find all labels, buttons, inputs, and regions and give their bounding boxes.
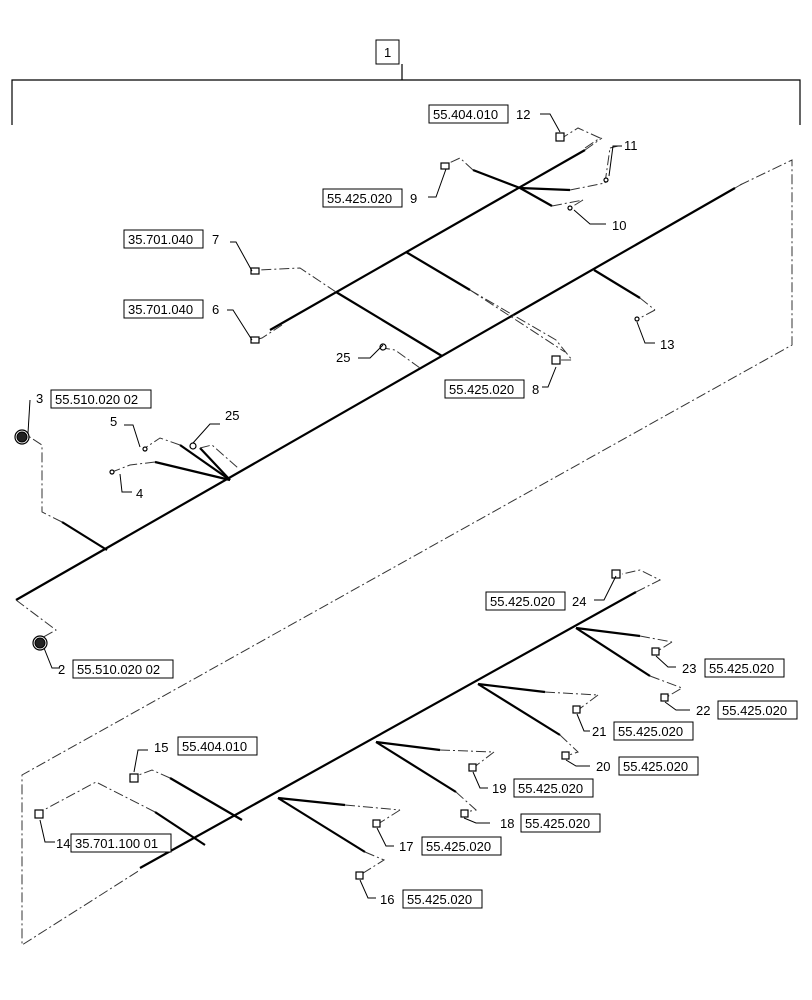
connector-9-icon bbox=[440, 162, 450, 170]
item-15-part: 55.404.010 bbox=[182, 739, 247, 754]
item-7-part: 35.701.040 bbox=[128, 232, 193, 247]
connector-8-icon bbox=[551, 355, 561, 365]
item-23-number: 23 bbox=[682, 661, 696, 676]
item-19-part: 55.425.020 bbox=[518, 781, 583, 796]
item-14-part: 35.701.100 01 bbox=[75, 836, 158, 851]
item-25b-number: 25 bbox=[225, 408, 239, 423]
item-21-part: 55.425.020 bbox=[618, 724, 683, 739]
item-9-number: 9 bbox=[410, 191, 417, 206]
harness-boundary bbox=[21, 159, 793, 946]
leader-lines bbox=[27, 113, 690, 899]
connector-12-icon bbox=[555, 132, 565, 142]
connector-25a-icon bbox=[379, 343, 387, 351]
item-22-number: 22 bbox=[696, 703, 710, 718]
connector-22-icon bbox=[660, 693, 669, 702]
connector-16-icon bbox=[355, 871, 364, 880]
item-2-part: 55.510.020 02 bbox=[77, 662, 160, 677]
item-22-part: 55.425.020 bbox=[722, 703, 787, 718]
connector-6-icon bbox=[250, 336, 260, 344]
callout-labels: 3 55.510.020 02 2 55.510.020 02 4 5 35.7… bbox=[36, 104, 798, 909]
item-8-number: 8 bbox=[532, 382, 539, 397]
item-6-number: 6 bbox=[212, 302, 219, 317]
item-17-part: 55.425.020 bbox=[426, 839, 491, 854]
connector-17-icon bbox=[372, 819, 381, 828]
connector-25b-icon bbox=[189, 442, 197, 450]
item-15-number: 15 bbox=[154, 740, 168, 755]
item-20-part: 55.425.020 bbox=[623, 759, 688, 774]
item-19-number: 19 bbox=[492, 781, 506, 796]
item-25a-number: 25 bbox=[336, 350, 350, 365]
item-13-number: 13 bbox=[660, 337, 674, 352]
item-12-number: 12 bbox=[516, 107, 530, 122]
connector-19-icon bbox=[468, 763, 477, 772]
item-2-number: 2 bbox=[58, 662, 65, 677]
item-3-part: 55.510.020 02 bbox=[55, 392, 138, 407]
connector-21-icon bbox=[572, 705, 581, 714]
assembly-item-number: 1 bbox=[384, 45, 391, 60]
terminal-4-icon bbox=[109, 469, 115, 475]
item-17-number: 17 bbox=[399, 839, 413, 854]
item-24-number: 24 bbox=[572, 594, 586, 609]
item-21-number: 21 bbox=[592, 724, 606, 739]
item-10-number: 10 bbox=[612, 218, 626, 233]
item-20-number: 20 bbox=[596, 759, 610, 774]
connector-15-icon bbox=[129, 773, 139, 783]
item-8-part: 55.425.020 bbox=[449, 382, 514, 397]
lower-harness bbox=[34, 569, 684, 880]
item-18-number: 18 bbox=[500, 816, 514, 831]
item-23-part: 55.425.020 bbox=[709, 661, 774, 676]
item-7-number: 7 bbox=[212, 232, 219, 247]
upper-harness bbox=[14, 127, 743, 651]
connector-2-fill-icon bbox=[34, 637, 46, 649]
connector-23-icon bbox=[651, 647, 660, 656]
assembly-bracket: 1 bbox=[11, 39, 801, 125]
item-12-part: 55.404.010 bbox=[433, 107, 498, 122]
terminal-10-icon bbox=[567, 205, 573, 211]
item-24-part: 55.425.020 bbox=[490, 594, 555, 609]
terminal-11-icon bbox=[603, 177, 609, 183]
connector-20-icon bbox=[561, 751, 570, 760]
item-6-part: 35.701.040 bbox=[128, 302, 193, 317]
item-18-part: 55.425.020 bbox=[525, 816, 590, 831]
item-16-part: 55.425.020 bbox=[407, 892, 472, 907]
connector-3-fill-icon bbox=[16, 431, 28, 443]
item-3-number: 3 bbox=[36, 391, 43, 406]
terminal-13-icon bbox=[634, 316, 640, 322]
connector-14-icon bbox=[34, 809, 44, 819]
connector-7-icon bbox=[250, 267, 260, 275]
item-11-number: 11 bbox=[624, 138, 638, 153]
connector-24-icon bbox=[611, 569, 621, 579]
item-16-number: 16 bbox=[380, 892, 394, 907]
connector-18-icon bbox=[460, 809, 469, 818]
item-5-number: 5 bbox=[110, 414, 117, 429]
item-9-part: 55.425.020 bbox=[327, 191, 392, 206]
item-4-number: 4 bbox=[136, 486, 143, 501]
terminal-5-icon bbox=[142, 446, 148, 452]
item-14-number: 14 bbox=[56, 836, 70, 851]
